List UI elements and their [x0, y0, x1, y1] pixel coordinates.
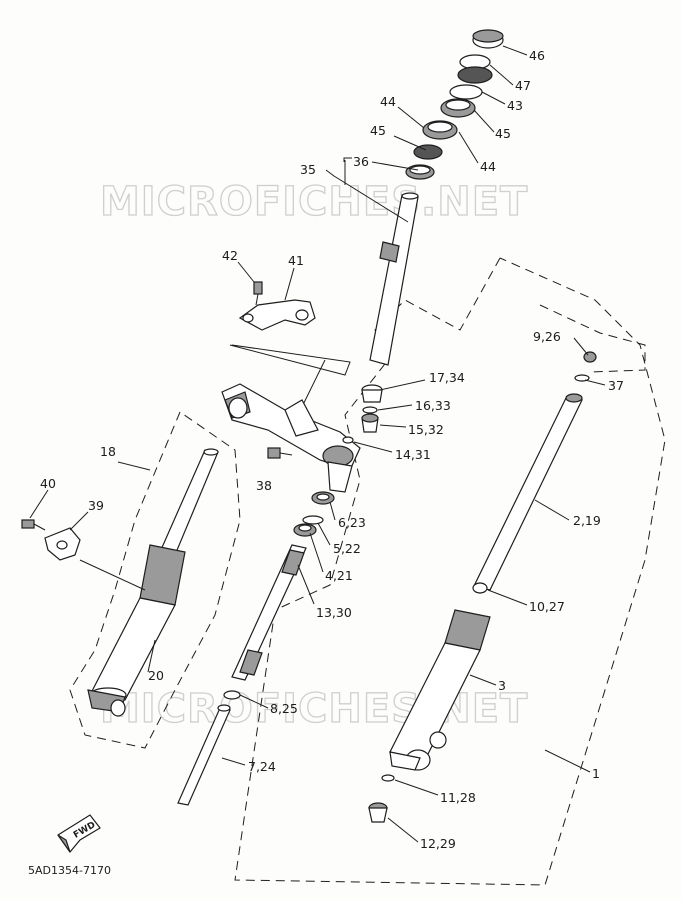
leader-lines: [29, 45, 606, 843]
bracket-39: [44, 527, 81, 561]
under-bracket: [221, 383, 361, 493]
callout-45: 45: [495, 126, 511, 141]
steering-stem: [297, 192, 419, 416]
damper-parts: [342, 384, 383, 444]
callout-42: 42: [222, 248, 238, 263]
left-fork: [87, 448, 219, 717]
bracket-41: [238, 299, 316, 331]
callout-44-top: 44: [380, 94, 396, 109]
bolt-40: [21, 519, 46, 531]
callout-20: 20: [148, 668, 164, 683]
callout-9-26: 9,26: [533, 329, 561, 344]
callout-35: 35: [300, 162, 316, 177]
callout-15-32: 15,32: [408, 422, 444, 437]
callout-41: 41: [288, 253, 304, 268]
callout-17-34: 17,34: [429, 370, 465, 385]
callout-11-28: 11,28: [440, 790, 476, 805]
bolt-42: [253, 281, 263, 306]
callout-10-27: 10,27: [529, 599, 565, 614]
outline-inner-tube: [539, 304, 646, 373]
callout-4-21: 4,21: [325, 568, 353, 583]
bearing-stack: [405, 29, 504, 180]
callout-40: 40: [40, 476, 56, 491]
callout-8-25: 8,25: [270, 701, 298, 716]
fwd-arrow-icon: FWD: [57, 814, 101, 853]
callout-5-22: 5,22: [333, 541, 361, 556]
bolt-38: [267, 447, 293, 459]
callout-16-33: 16,33: [415, 398, 451, 413]
outline-left-fork-assembly: [69, 411, 241, 749]
callout-1: 1: [592, 766, 600, 781]
damper-rod: [177, 544, 307, 806]
rings-6-5-4: [293, 491, 335, 537]
callout-13-30: 13,30: [316, 605, 352, 620]
callout-36: 36: [353, 154, 369, 169]
watermark-top: MICROFICHES.NET: [100, 179, 528, 225]
callout-38: 38: [256, 478, 272, 493]
callout-14-31: 14,31: [395, 447, 431, 462]
callout-2-19: 2,19: [573, 513, 601, 528]
callout-12-29: 12,29: [420, 836, 456, 851]
callout-47: 47: [515, 78, 531, 93]
callout-43: 43: [507, 98, 523, 113]
callout-37: 37: [608, 378, 624, 393]
callout-7-24: 7,24: [248, 759, 276, 774]
callout-44: 44: [480, 159, 496, 174]
right-fork: [368, 351, 597, 823]
callout-39: 39: [88, 498, 104, 513]
callout-6-23: 6,23: [338, 515, 366, 530]
watermark-bottom: MICROFICHES.NET: [100, 686, 528, 732]
callout-46: 46: [529, 48, 545, 63]
callout-45-top: 45: [370, 123, 386, 138]
diagram-code: 5AD1354-7170: [28, 864, 111, 877]
bracket-leader-box: [229, 344, 351, 376]
callout-18: 18: [100, 444, 116, 459]
callout-3: 3: [498, 678, 506, 693]
